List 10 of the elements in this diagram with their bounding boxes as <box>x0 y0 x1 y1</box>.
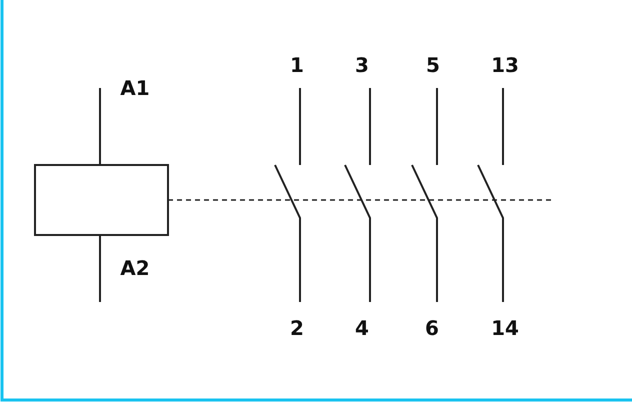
terminal-label: 2 <box>290 316 304 340</box>
terminal-label: 5 <box>426 53 440 77</box>
terminal-label: 13 <box>491 53 519 77</box>
terminal-label: 4 <box>355 316 369 340</box>
terminal-label: A2 <box>120 256 150 280</box>
terminal-label: A1 <box>120 76 150 100</box>
terminal-label: 14 <box>491 316 519 340</box>
terminal-label: 1 <box>290 53 304 77</box>
terminal-label: 3 <box>355 53 369 77</box>
terminal-label: 6 <box>425 316 439 340</box>
